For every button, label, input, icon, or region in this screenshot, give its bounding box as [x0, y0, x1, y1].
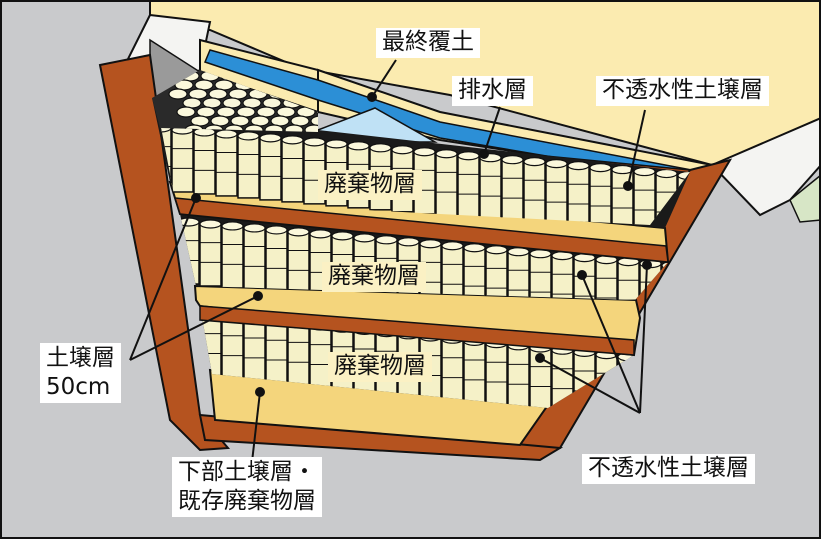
- waste-drum-icon: [284, 124, 304, 132]
- waste-drum-icon: [485, 245, 508, 300]
- pointer-side-c: [539, 357, 641, 414]
- waste-drum-icon: [310, 115, 318, 127]
- waste-drum-icon: [243, 223, 266, 291]
- label-impermeable-top: 不透水性土壌層: [596, 76, 769, 106]
- right-cut-face: [710, 116, 821, 217]
- pointer-soil-a: [129, 197, 197, 361]
- waste-drum-icon: [287, 319, 310, 387]
- waste-drum-icon: [221, 221, 244, 289]
- waste-drum-icon: [507, 247, 530, 300]
- impermeable-band-1: [173, 197, 669, 263]
- waste-drum-icon: [316, 106, 318, 118]
- waste-drum-icon: [265, 225, 288, 293]
- waste-drum-icon: [193, 127, 216, 195]
- waste-drum-icon: [479, 153, 502, 221]
- waste-drum-icon: [523, 157, 546, 225]
- waste-drum-icon: [304, 124, 318, 132]
- waste-drum-icon: [567, 161, 590, 225]
- waste-drum-icon: [281, 135, 304, 203]
- pointer-soil-b: [129, 295, 259, 361]
- pointer-side-b: [581, 274, 641, 414]
- label-final-cover: 最終覆土: [376, 28, 480, 58]
- pointer-side-a: [639, 264, 648, 414]
- waste-drum-icon: [441, 334, 464, 402]
- waste-drum-icon: [199, 219, 222, 287]
- label-drainage-layer: 排水層: [452, 76, 533, 106]
- label-soil-layer: 土壌層 50cm: [40, 343, 121, 403]
- waste-drum-icon: [545, 159, 568, 225]
- waste-drum-icon: [595, 255, 618, 300]
- pointer-lower: [251, 391, 261, 463]
- label-waste-layer-2: 廃棄物層: [322, 262, 426, 292]
- label-waste-layer-1: 廃棄物層: [318, 170, 422, 200]
- waste-drum-icon: [215, 129, 238, 197]
- waste-drum-icon: [463, 243, 486, 300]
- waste-drum-icon: [176, 106, 196, 118]
- waste-drum-icon: [507, 341, 530, 408]
- pointer-lines: [129, 59, 652, 463]
- waste-drum-icon: [529, 249, 552, 300]
- label-lower-layer: 下部土壌層・ 既存廃棄物層: [172, 457, 322, 517]
- label-impermeable-side: 不透水性土壌層: [582, 454, 755, 484]
- pointer-final-cover: [371, 59, 397, 98]
- waste-drum-icon: [485, 339, 508, 407]
- waste-drum-icon: [441, 241, 464, 300]
- pointer-impermeable-top: [627, 109, 646, 187]
- waste-drum-icon: [551, 251, 574, 300]
- waste-drum-icon: [633, 166, 656, 225]
- waste-drum-icon: [589, 163, 612, 225]
- label-waste-layer-3: 廃棄物層: [328, 352, 432, 382]
- waste-drum-icon: [244, 124, 264, 132]
- waste-drum-icon: [259, 133, 282, 201]
- waste-layer-2-drums: [180, 217, 668, 300]
- waste-drum-icon: [457, 151, 480, 219]
- waste-drum-icon: [435, 149, 458, 217]
- waste-drum-icon: [237, 131, 260, 199]
- impermeable-band-2: [199, 305, 635, 356]
- pit-wall-left: [98, 53, 231, 452]
- waste-drum-icon: [463, 336, 486, 405]
- pointer-drainage: [483, 106, 501, 155]
- waste-drum-icon: [501, 155, 524, 223]
- waste-drum-icon: [171, 125, 194, 193]
- grass-patch: [789, 174, 821, 223]
- waste-drum-icon: [264, 124, 284, 132]
- waste-drum-icon: [168, 88, 188, 100]
- waste-drum-icon: [287, 227, 310, 295]
